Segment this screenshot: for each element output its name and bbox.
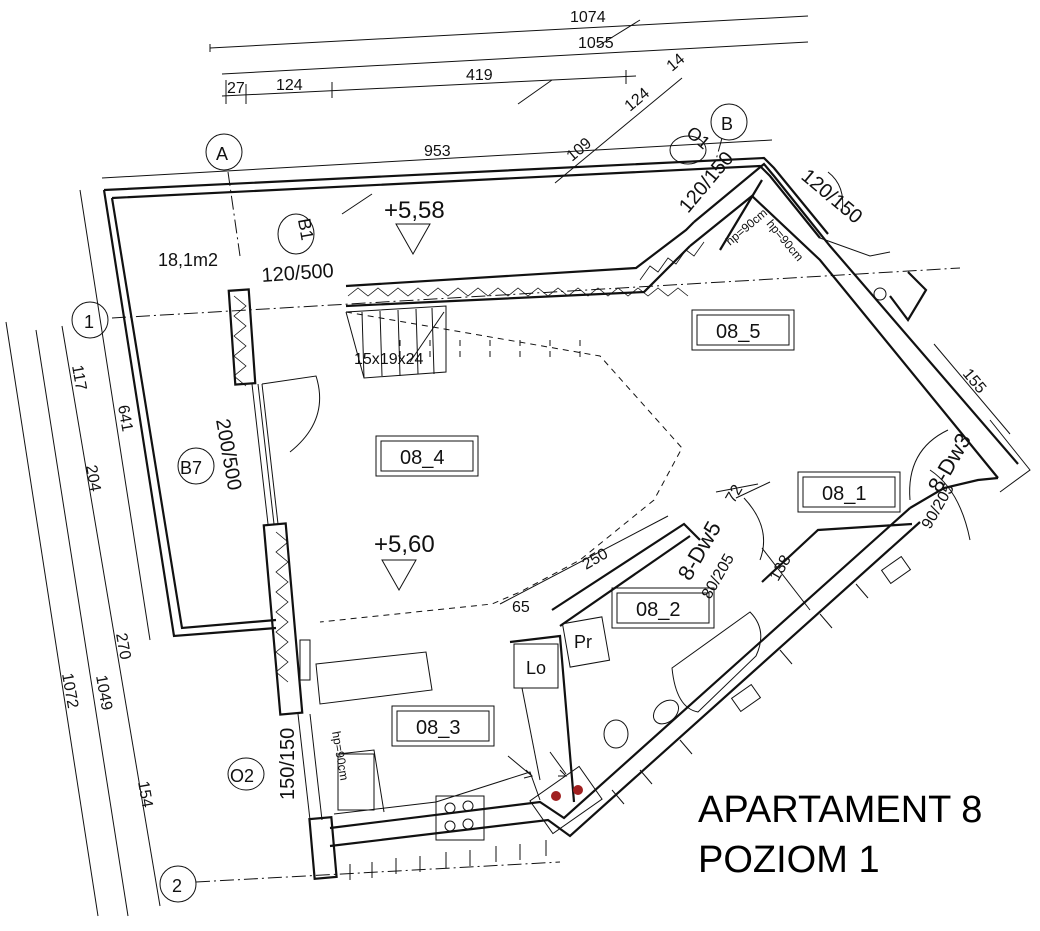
level-title: POZIOM 1 — [698, 839, 880, 881]
dim-117: 117 — [68, 364, 89, 392]
dim-154: 154 — [134, 780, 155, 809]
level-upper: +5,58 — [384, 197, 445, 224]
fixture-lo-label: Lo — [526, 658, 546, 678]
grid-marker-2-label: 2 — [172, 876, 182, 896]
grid-axes: A B 1 2 — [71, 103, 961, 903]
terrace-outline: 18,1m2 — [102, 156, 971, 638]
room-08-5-label: 08_5 — [716, 321, 761, 343]
window-o2-label: O2 — [230, 766, 254, 786]
sill-height-3: hp=90cm — [329, 730, 351, 781]
dim-27: 27 — [227, 80, 245, 97]
window-b1-size: 120/500 — [261, 260, 335, 287]
window-o1-marker — [669, 135, 707, 165]
washbasin-icon — [652, 699, 680, 725]
apartment-title: APARTAMENT 8 — [698, 789, 982, 831]
room-08-1: 08_1 — [797, 471, 901, 513]
door-swings — [261, 271, 949, 561]
dim-14: 14 — [664, 51, 689, 76]
left-dimension-chains: 117 641 204 270 1072 1049 154 — [5, 189, 161, 917]
installation-shaft-icon — [529, 765, 603, 835]
dashed-zones — [319, 311, 683, 623]
dim-65: 65 — [512, 599, 530, 616]
dim-72: 72 — [723, 482, 747, 506]
walls — [227, 162, 1031, 881]
fixture-pr-label: Pr — [574, 632, 592, 652]
window-b1-label: B1 — [294, 217, 318, 242]
fridge-icon — [513, 643, 559, 689]
dim-1055: 1055 — [578, 35, 614, 52]
level-lower: +5,60 — [374, 531, 435, 558]
stairs-label: 15x19x24 — [354, 351, 423, 368]
room-08-5: 08_5 — [691, 309, 795, 351]
window-o1-label: O1 — [683, 122, 714, 153]
window-b7-size: 200/500 — [211, 417, 245, 492]
dim-641: 641 — [114, 404, 135, 433]
room-08-2: 08_2 — [611, 587, 715, 629]
room-08-1-label: 08_1 — [822, 483, 867, 505]
window-o1-size: 120/150 — [675, 148, 738, 218]
grid-marker-a-label: A — [216, 144, 228, 164]
dim-124-top: 124 — [276, 77, 303, 94]
grid-marker-1 — [71, 301, 109, 339]
window-b7-marker — [177, 447, 215, 485]
sink-icon — [337, 753, 375, 811]
dim-155: 155 — [959, 366, 989, 397]
stairs: 15x19x24 — [345, 305, 447, 379]
grid-marker-2 — [159, 865, 197, 903]
grid-marker-1-label: 1 — [84, 312, 94, 332]
dim-419: 419 — [466, 67, 493, 84]
hob-icon — [435, 795, 485, 841]
sill-height-1: hp=90cm — [723, 206, 770, 249]
room-08-4: 08_4 — [375, 435, 479, 477]
dim-1074: 1074 — [570, 9, 606, 26]
terrace-area: 18,1m2 — [158, 250, 218, 270]
grid-marker-a — [205, 133, 243, 171]
window-b1-marker — [277, 213, 315, 255]
window-o2-size: 150/150 — [277, 728, 299, 800]
dim-250: 250 — [580, 545, 612, 573]
opening-labels: B1 120/500 B7 200/500 O1 120/150 120/150… — [177, 122, 976, 800]
washer-icon — [561, 616, 611, 668]
dim-204: 204 — [82, 464, 103, 493]
dim-124-diagonal: 124 — [622, 85, 653, 115]
level-markers: +5,58 +5,60 — [374, 197, 445, 592]
dim-270: 270 — [112, 632, 133, 661]
grid-marker-b — [710, 103, 748, 141]
dim-1072: 1072 — [58, 672, 81, 710]
dim-1049: 1049 — [92, 674, 115, 712]
title-block: APARTAMENT 8 POZIOM 1 — [698, 789, 982, 881]
room-08-3-label: 08_3 — [416, 717, 461, 739]
room-08-4-label: 08_4 — [400, 447, 445, 469]
room-labels: 08_5 08_4 08_1 08_2 08_3 — [375, 309, 901, 747]
fixtures: Lo Pr — [315, 555, 912, 841]
room-08-3: 08_3 — [391, 705, 495, 747]
dim-953: 953 — [424, 143, 451, 160]
toilet-icon — [603, 719, 629, 749]
grid-marker-b-label: B — [721, 114, 733, 134]
door-dw3-size: 90/205 — [919, 481, 958, 532]
bathtub-icon — [671, 611, 762, 713]
bottom-edge-marks — [349, 583, 869, 880]
dim-138: 138 — [767, 552, 795, 584]
window-o2-marker — [227, 757, 265, 791]
room-08-2-label: 08_2 — [636, 599, 681, 621]
window-b7-label: B7 — [180, 458, 202, 478]
